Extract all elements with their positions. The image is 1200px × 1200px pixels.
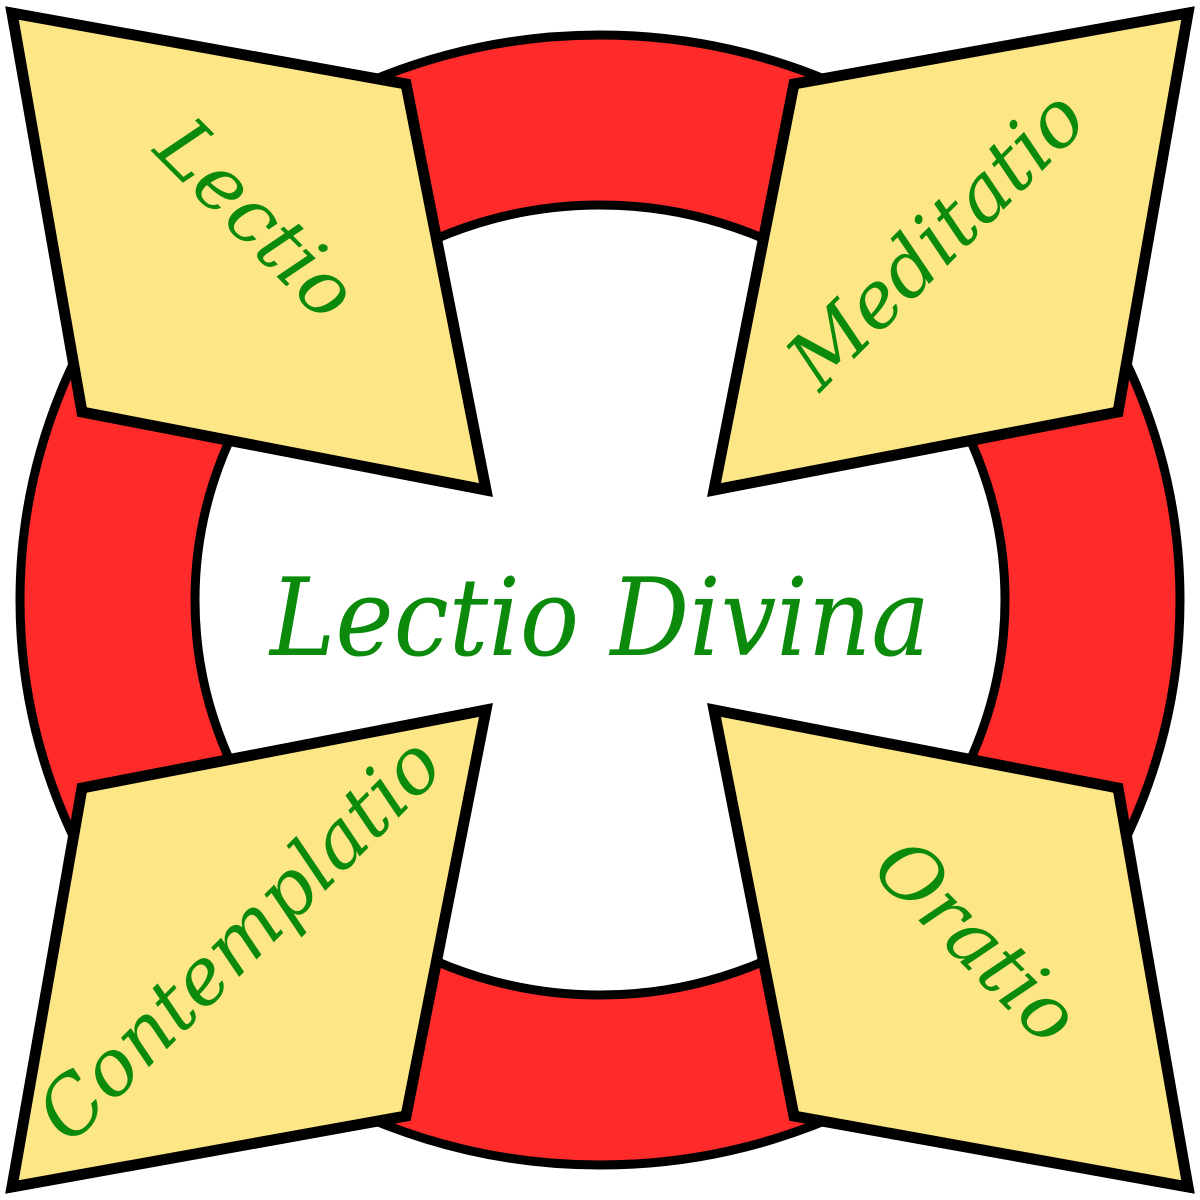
card-oratio — [707, 703, 1195, 1194]
card-meditatio — [707, 6, 1195, 497]
diagram-title: Lectio Divina — [268, 556, 930, 681]
card-contemplatio — [5, 703, 493, 1194]
card-lectio — [5, 6, 493, 497]
cards — [5, 6, 1195, 1194]
